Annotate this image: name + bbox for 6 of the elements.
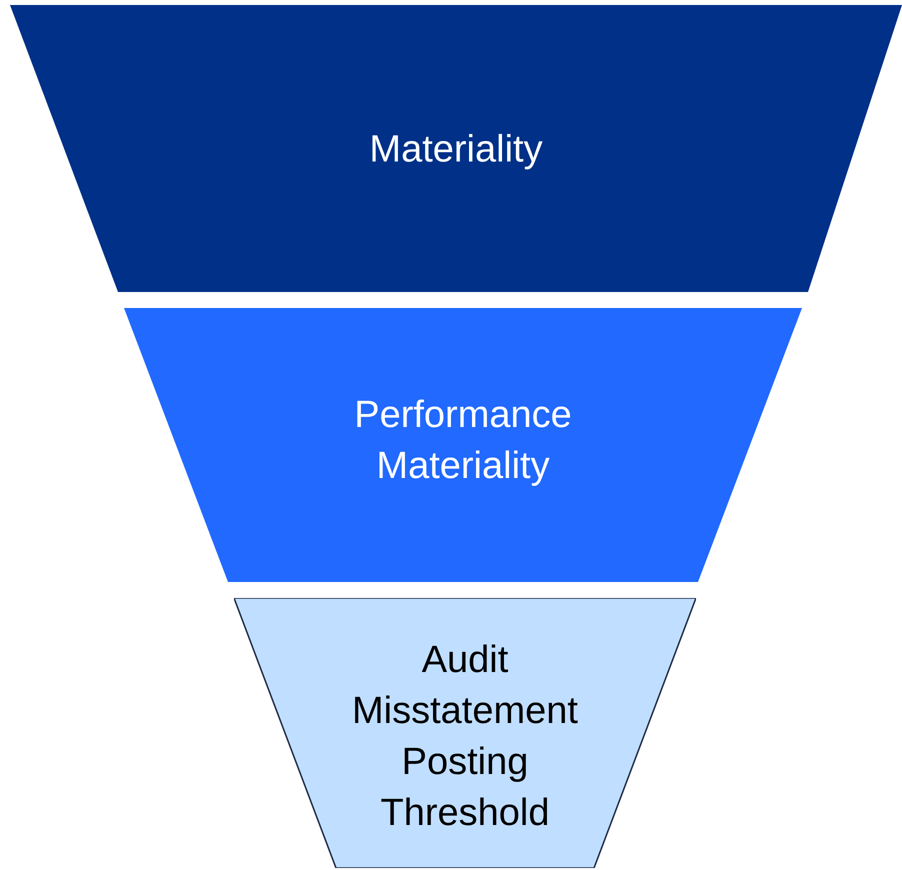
funnel-segment: [124, 308, 802, 582]
segment-label: Materiality: [368, 128, 544, 172]
segment-label: Audit Misstatement Posting Threshold: [351, 638, 579, 836]
segment-label: Performance Materiality: [353, 393, 573, 489]
funnel-segment: [234, 598, 696, 868]
funnel-segment: [10, 5, 902, 292]
